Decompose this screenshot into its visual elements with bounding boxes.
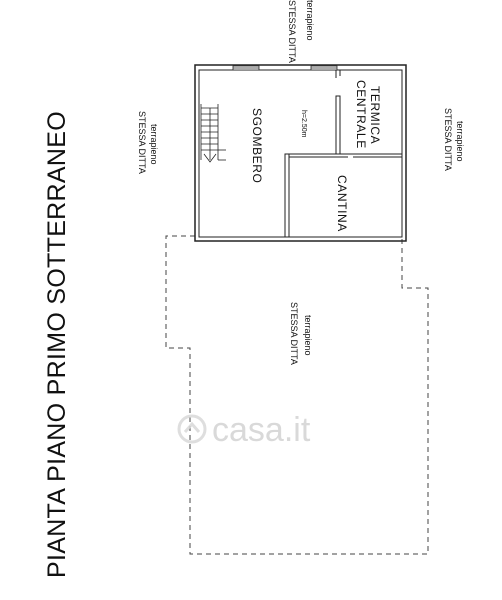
label-right-line2: terrapieno (455, 121, 465, 162)
label-left-line2: terrapieno (149, 124, 159, 165)
interior-partitions (284, 70, 402, 238)
label-right-line1: STESSA DITTA (443, 108, 453, 171)
label-top-line2: terrapieno (305, 0, 315, 41)
height-note: h=2.50m (300, 110, 307, 138)
label-left-line1: STESSA DITTA (137, 111, 147, 174)
room-label-sgombero: SGOMBERO (250, 108, 264, 183)
label-center-line2: terrapieno (303, 315, 313, 356)
room-label-cantina: CANTINA (335, 175, 349, 232)
building-outer-wall (194, 64, 407, 242)
label-center-line1: STESSA DITTA (289, 302, 299, 365)
room-label-termica: TERMICA (368, 86, 382, 144)
window-right (310, 65, 338, 71)
watermark-text: casa.it (212, 411, 311, 449)
watermark-logo (177, 414, 207, 444)
room-label-centrale: CENTRALE (354, 80, 368, 149)
window-left (232, 65, 260, 71)
plan-title: PIANTA PIANO PRIMO SOTTERRANEO (43, 111, 71, 578)
terrapieno-outline (165, 235, 429, 555)
staircase (200, 104, 226, 163)
label-top-line1: STESSA DITTA (287, 0, 297, 63)
